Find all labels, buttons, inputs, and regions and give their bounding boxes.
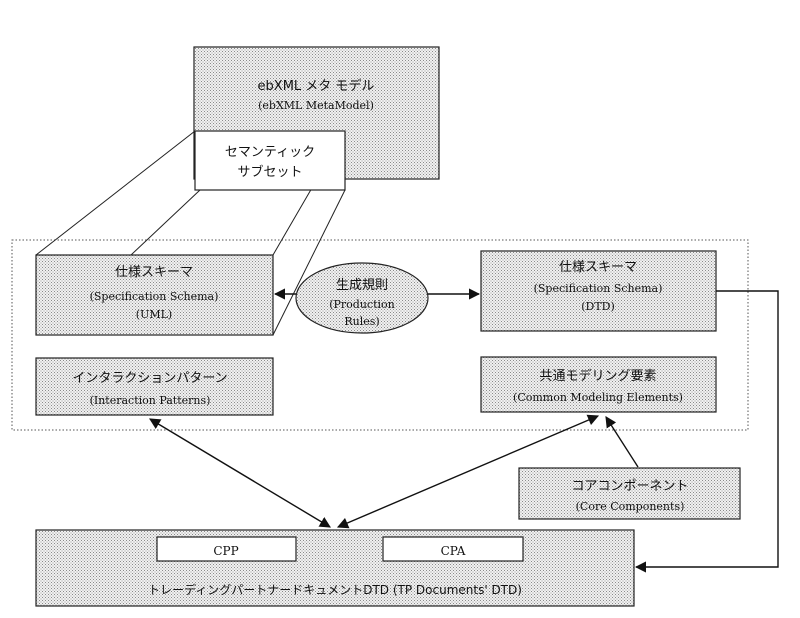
interaction-patterns-subtitle: (Interaction Patterns) <box>90 394 211 407</box>
core-components-title: コアコンポーネント <box>571 479 688 494</box>
meta-model-title: ebXML メタ モデル <box>258 78 375 94</box>
production-rules-title: 生成規則 <box>336 278 388 293</box>
specification-group-frame <box>11 239 749 431</box>
projection-line-d <box>272 189 346 336</box>
production-rules-ellipse: 生成規則 (Production Rules) <box>295 262 429 334</box>
meta-model-subtitle: (ebXML MetaModel) <box>258 99 374 112</box>
projection-line-a <box>35 130 196 256</box>
production-rules-line1: (Production <box>329 298 395 311</box>
spec-schema-uml-box: 仕様スキーマ (Specification Schema) (UML) <box>35 254 274 336</box>
spec-schema-dtd-title: 仕様スキーマ <box>559 260 637 275</box>
production-rules-line2: Rules) <box>344 315 379 328</box>
cpp-label: CPP <box>213 544 238 558</box>
spec-schema-dtd-tag: (DTD) <box>581 300 615 313</box>
tp-documents-label: トレーディングパートナードキュメントDTD (TP Documents' DTD… <box>148 582 522 597</box>
semantic-subset-line2: サブセット <box>237 164 302 180</box>
semantic-subset-line1: セマンティック <box>225 145 315 160</box>
interaction-patterns-box: インタラクションパターン (Interaction Patterns) <box>35 357 274 416</box>
tp-documents-dtd-box: CPP CPA トレーディングパートナードキュメントDTD (TP Docume… <box>35 529 635 607</box>
spec-schema-dtd-subtitle: (Specification Schema) <box>534 282 663 295</box>
arrow-core-to-common <box>605 416 639 468</box>
cpp-box <box>156 536 297 562</box>
core-components-subtitle: (Core Components) <box>576 500 685 513</box>
spec-schema-dtd-box: 仕様スキーマ (Specification Schema) (DTD) <box>480 250 717 332</box>
common-modeling-elements-subtitle: (Common Modeling Elements) <box>513 391 683 404</box>
arrow-common-tp <box>336 414 600 529</box>
common-modeling-elements-title: 共通モデリング要素 <box>539 368 656 384</box>
arrow-dtd-to-tp <box>634 290 779 573</box>
cpa-label: CPA <box>441 544 466 558</box>
projection-line-b <box>130 189 201 256</box>
spec-schema-uml-title: 仕様スキーマ <box>115 265 193 280</box>
spec-schema-uml-tag: (UML) <box>136 308 172 321</box>
interaction-patterns-title: インタラクションパターン <box>72 371 227 386</box>
common-modeling-elements-box: 共通モデリング要素 (Common Modeling Elements) <box>480 356 717 413</box>
cpa-box <box>382 536 524 562</box>
semantic-subset-box: セマンティック サブセット <box>194 130 346 191</box>
arrow-interaction-tp <box>149 418 331 528</box>
spec-schema-uml-subtitle: (Specification Schema) <box>90 290 219 303</box>
core-components-box: コアコンポーネント (Core Components) <box>518 467 741 520</box>
